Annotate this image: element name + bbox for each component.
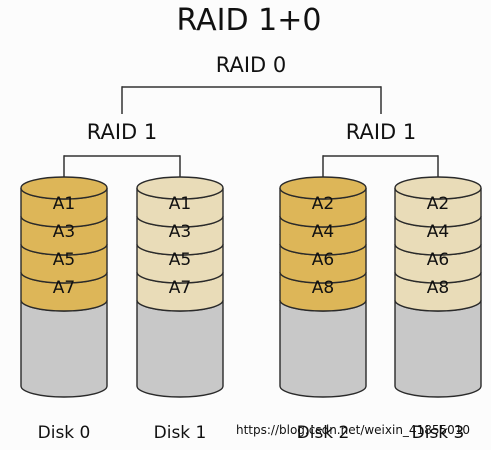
disk-empty-space [136,299,224,398]
disk-block-label: A2 [312,194,334,214]
disk-block-label: A2 [427,194,449,214]
disk-block-label: A1 [169,194,191,214]
disk-top-cap [394,176,482,200]
disk-name-label: Disk 0 [38,423,91,443]
disk-top-cap [279,176,367,200]
disk-name-label: Disk 3 [412,423,465,443]
disk-name-label: Disk 1 [154,423,207,443]
disk-empty-space [20,299,108,398]
disk-top-cap [20,176,108,200]
raid1-right-label: RAID 1 [346,120,417,144]
disk-block-label: A7 [53,278,75,298]
raid0-connector [121,86,382,114]
disk-empty-space [279,299,367,398]
disk-block-label: A1 [53,194,75,214]
raid0-label: RAID 0 [216,53,287,77]
watermark: https://blog.csdn.net/weixin_41855010 [236,423,470,437]
disk-block-label: A3 [169,222,191,242]
disk-block-label: A4 [427,222,449,242]
raid1-left-label: RAID 1 [87,120,158,144]
disk-block-label: A5 [53,250,75,270]
disk-block-label: A8 [427,278,449,298]
disk-block-label: A4 [312,222,334,242]
disk-name-label: Disk 2 [297,423,350,443]
disk-block-label: A8 [312,278,334,298]
disk-block-label: A5 [169,250,191,270]
diagram-title: RAID 1+0 [177,3,322,38]
disk-block-label: A6 [427,250,449,270]
disk-empty-space [394,299,482,398]
disk-block-label: A3 [53,222,75,242]
disk-top-cap [136,176,224,200]
disk-block-label: A7 [169,278,191,298]
disk-block-label: A6 [312,250,334,270]
